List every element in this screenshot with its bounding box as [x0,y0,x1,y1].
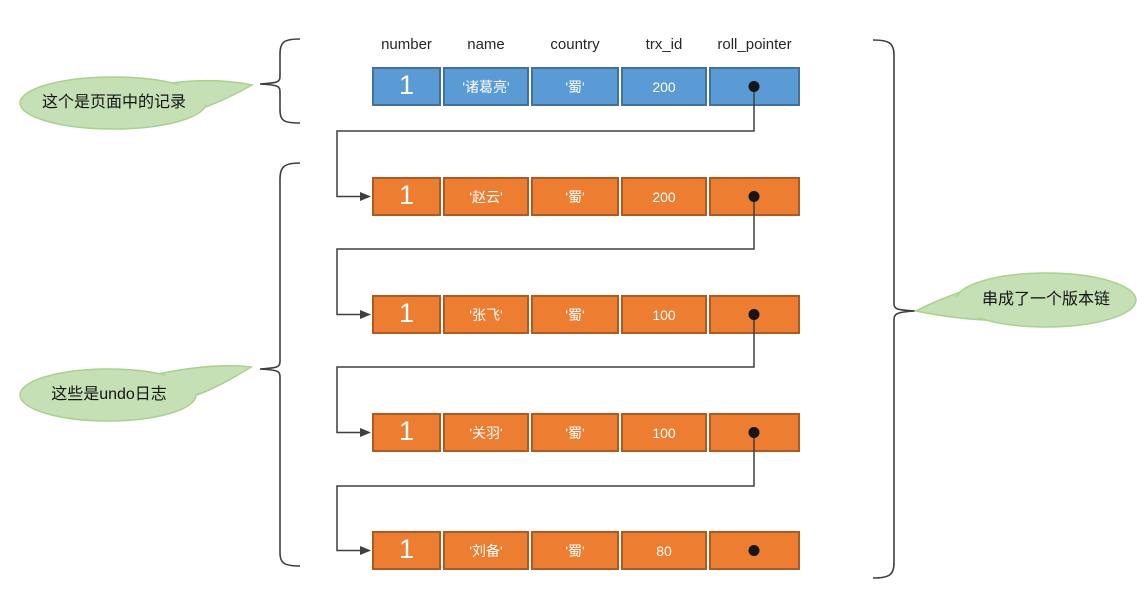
cell-trx-id: 200 [621,177,707,216]
cell-trx-id: 80 [621,531,707,570]
undo-log-row-3: 1 '关羽' '蜀' 100 [372,413,800,452]
cell-country: '蜀' [531,413,619,452]
cell-name: '诸葛亮' [443,67,529,106]
cell-country: '蜀' [531,177,619,216]
column-header-name: name [467,36,505,53]
column-headers: number name country trx_id roll_pointer [372,36,800,53]
cell-number: 1 [372,295,441,334]
cell-country: '蜀' [531,295,619,334]
callout-label-undo-logs: 这些是undo日志 [51,386,167,403]
brace-version-chain [872,39,916,579]
cell-number: 1 [372,177,441,216]
cell-roll-pointer [709,177,800,216]
cell-roll-pointer [709,531,800,570]
callout-bubble-version-chain [913,272,1137,328]
cell-country: '蜀' [531,67,619,106]
callout-bubble-undo-logs [19,365,254,422]
cell-country: '蜀' [531,531,619,570]
brace-undo-logs [259,162,301,567]
column-header-roll-pointer: roll_pointer [717,36,792,53]
cell-number: 1 [372,67,441,106]
column-header-number: number [381,36,432,53]
cell-roll-pointer [709,295,800,334]
cell-roll-pointer [709,413,800,452]
callout-bubble-page-record [19,76,255,130]
cell-roll-pointer [709,67,800,106]
cell-number: 1 [372,531,441,570]
cell-trx-id: 100 [621,413,707,452]
cell-name: '赵云' [443,177,529,216]
undo-log-row-2: 1 '张飞' '蜀' 100 [372,295,800,334]
cell-name: '关羽' [443,413,529,452]
cell-name: '刘备' [443,531,529,570]
cell-trx-id: 100 [621,295,707,334]
cell-trx-id: 200 [621,67,707,106]
column-header-trx-id: trx_id [645,36,683,53]
undo-log-row-4: 1 '刘备' '蜀' 80 [372,531,800,570]
page-record-row: 1 '诸葛亮' '蜀' 200 [372,67,800,106]
callout-label-version-chain: 串成了一个版本链 [981,291,1110,308]
cell-number: 1 [372,413,441,452]
cell-name: '张飞' [443,295,529,334]
callout-label-page-record: 这个是页面中的记录 [41,94,186,111]
column-header-country: country [550,36,600,53]
brace-page-record [259,38,301,124]
undo-log-row-1: 1 '赵云' '蜀' 200 [372,177,800,216]
